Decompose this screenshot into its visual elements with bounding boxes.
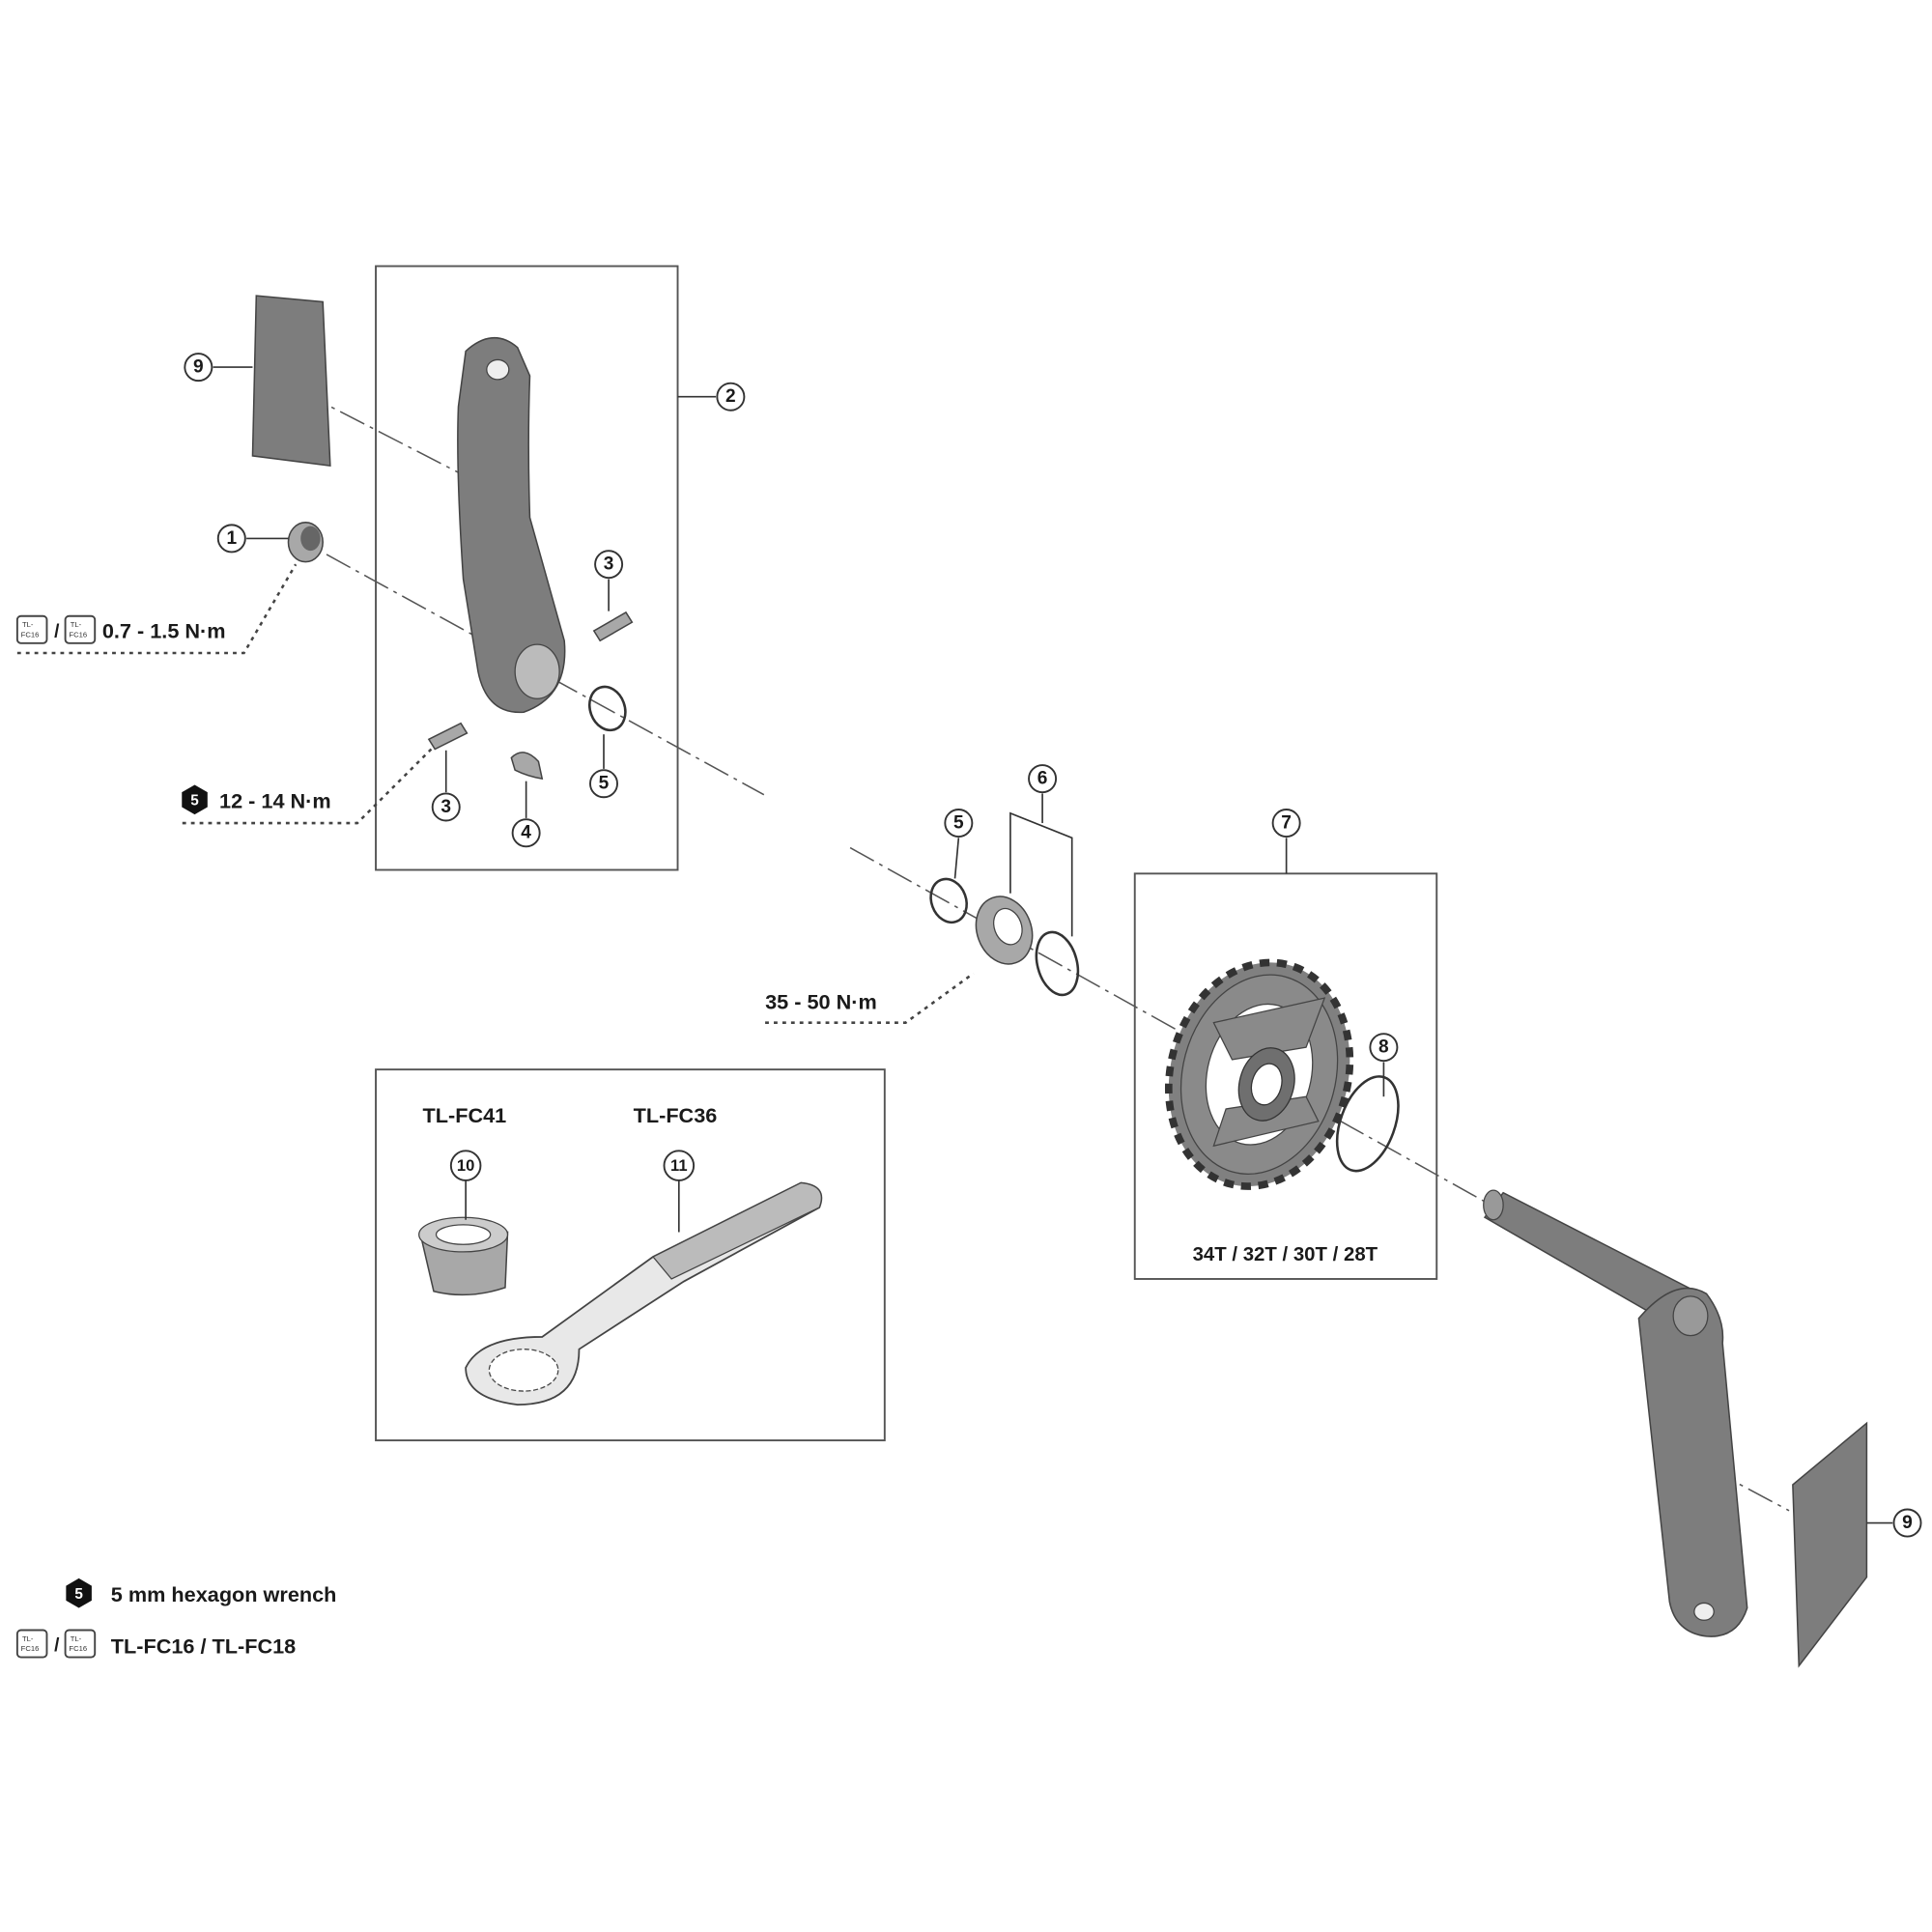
svg-text:3: 3 xyxy=(604,554,614,575)
callout-5-middle: 5 xyxy=(944,809,974,838)
callout-2: 2 xyxy=(716,382,746,412)
axis-line-pad-left xyxy=(301,390,463,475)
leader-lines xyxy=(16,366,1893,1524)
legend-hex-wrench: 5 5 mm hexagon wrench xyxy=(66,1577,337,1608)
svg-text:0.7 - 1.5 N·m: 0.7 - 1.5 N·m xyxy=(102,619,226,643)
chainring xyxy=(1164,958,1354,1190)
svg-text:7: 7 xyxy=(1281,813,1292,834)
callout-8: 8 xyxy=(1369,1033,1399,1063)
svg-text:8: 8 xyxy=(1378,1037,1389,1058)
tools-group-box xyxy=(375,1068,886,1442)
o-ring-right xyxy=(1335,1075,1400,1173)
svg-text:/: / xyxy=(54,621,60,641)
svg-text:9: 9 xyxy=(193,357,204,378)
svg-text:TL-FC16 / TL-FC18: TL-FC16 / TL-FC18 xyxy=(111,1634,296,1659)
right-crank-arm xyxy=(1483,1189,1748,1637)
chainring-sizes: 34T / 32T / 30T / 28T xyxy=(1193,1244,1378,1265)
svg-text:9: 9 xyxy=(1902,1513,1913,1533)
legend: 5 5 mm hexagon wrench / TL-FC16 / TL-FC1… xyxy=(15,1577,337,1659)
callout-4: 4 xyxy=(511,818,541,848)
pinch-bolt-lower xyxy=(427,722,469,751)
lockring xyxy=(975,895,1034,965)
tl-fc18-icon xyxy=(64,1629,97,1659)
axis-line-main-right xyxy=(849,846,1492,1207)
safety-plate xyxy=(510,752,544,781)
callout-3-upper: 3 xyxy=(594,550,624,580)
spacer-ring xyxy=(1035,930,1080,997)
svg-text:1: 1 xyxy=(226,528,237,549)
tl-fc41-adapter xyxy=(418,1216,509,1296)
svg-text:12 - 14 N·m: 12 - 14 N·m xyxy=(219,789,331,813)
svg-text:10: 10 xyxy=(457,1156,474,1175)
torque-lockring: 35 - 50 N·m xyxy=(765,990,877,1014)
tl-fc36-wrench xyxy=(465,1181,823,1406)
svg-text:5 mm hexagon wrench: 5 mm hexagon wrench xyxy=(111,1582,337,1606)
left-crank-arm-group-box xyxy=(375,265,679,871)
svg-text:2: 2 xyxy=(725,386,736,407)
left-crank-arm xyxy=(457,336,566,714)
svg-text:5: 5 xyxy=(953,813,964,834)
svg-text:4: 4 xyxy=(521,823,531,843)
crank-pad-right xyxy=(1792,1421,1868,1668)
callout-9-left: 9 xyxy=(184,353,213,383)
tl-fc18-icon xyxy=(64,614,97,644)
o-ring-middle xyxy=(929,877,968,924)
tool-label-tl-fc41: TL-FC41 xyxy=(423,1103,507,1127)
svg-text:5: 5 xyxy=(190,793,199,810)
svg-text:/: / xyxy=(54,1635,60,1656)
torque-cap: / 0.7 - 1.5 N·m xyxy=(15,614,226,644)
tl-fc16-icon xyxy=(15,1629,48,1659)
callout-9-right: 9 xyxy=(1892,1508,1922,1538)
callout-11: 11 xyxy=(663,1150,696,1181)
svg-text:5: 5 xyxy=(74,1586,83,1603)
callout-10: 10 xyxy=(449,1150,482,1181)
callout-3-lower: 3 xyxy=(431,792,461,822)
svg-text:6: 6 xyxy=(1037,769,1048,789)
svg-text:3: 3 xyxy=(440,797,451,817)
svg-text:5: 5 xyxy=(599,774,610,794)
callout-5-left: 5 xyxy=(589,769,618,799)
crank-pad-left xyxy=(251,295,331,468)
tl-fc16-icon xyxy=(15,614,48,644)
svg-text:11: 11 xyxy=(670,1156,688,1175)
pinch-bolt-upper xyxy=(592,611,634,642)
callout-1: 1 xyxy=(216,524,246,554)
torque-pinch-bolt: 5 12 - 14 N·m xyxy=(182,784,331,815)
callout-6: 6 xyxy=(1028,764,1058,794)
callout-7: 7 xyxy=(1271,809,1301,838)
o-ring-left xyxy=(588,685,627,732)
tool-label-tl-fc36: TL-FC36 xyxy=(634,1103,718,1127)
crank-cap xyxy=(287,522,324,563)
legend-tools: / TL-FC16 / TL-FC18 xyxy=(15,1629,296,1659)
